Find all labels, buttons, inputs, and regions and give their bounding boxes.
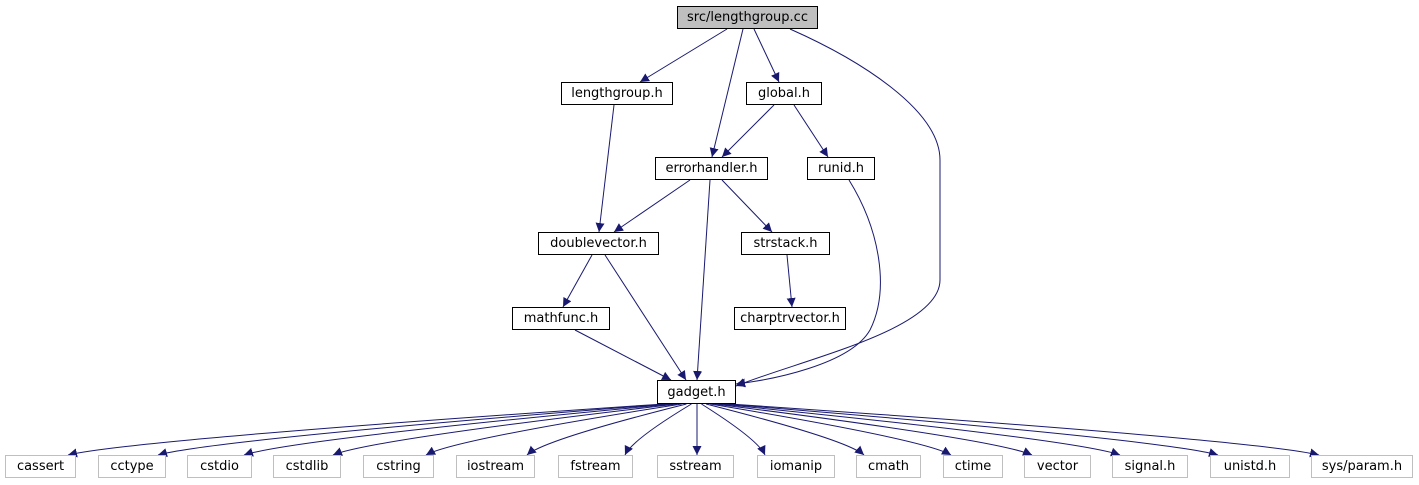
node-doublevector-h[interactable]: doublevector.h [538, 232, 659, 255]
node-ctime: ctime [943, 455, 1003, 478]
edge-errorhandler-h-to-gadget-h [693, 179, 711, 381]
edge-gadget-h-to-cctype [157, 403, 669, 457]
edge-gadget-h-to-sys-param-h [729, 403, 1320, 458]
node-cassert: cassert [5, 455, 76, 478]
edge-errorhandler-h-to-doublevector-h [613, 179, 691, 233]
node-sstream: sstream [657, 455, 734, 478]
node-cmath: cmath [856, 455, 921, 478]
node-global-h[interactable]: global.h [746, 82, 822, 105]
edge-gadget-h-to-fstream [624, 403, 692, 456]
node-mathfunc-h[interactable]: mathfunc.h [512, 307, 610, 330]
node-root: src/lengthgroup.cc [677, 6, 818, 29]
edge-gadget-h-to-unistd-h [724, 403, 1219, 457]
edge-gadget-h-to-ctime [710, 403, 952, 456]
edge-gadget-h-to-cassert [67, 403, 664, 458]
node-signal-h: signal.h [1112, 455, 1188, 478]
edge-gadget-h-to-signal-h [719, 403, 1121, 457]
node-cstdlib: cstdlib [273, 455, 341, 478]
node-errorhandler-h[interactable]: errorhandler.h [655, 157, 768, 180]
node-iomanip: iomanip [757, 455, 835, 478]
edge-gadget-h-to-cstring [425, 403, 682, 456]
edge-doublevector-h-to-gadget-h [604, 254, 687, 381]
edge-lengthgroup-h-to-doublevector-h [595, 104, 615, 233]
node-vector: vector [1024, 455, 1091, 478]
node-lengthgroup-h[interactable]: lengthgroup.h [561, 82, 673, 105]
node-cctype: cctype [98, 455, 166, 478]
edge-strstack-h-to-charptrvector-h [786, 254, 796, 308]
node-unistd-h: unistd.h [1210, 455, 1290, 478]
edge-doublevector-h-to-mathfunc-h [562, 254, 593, 308]
edge-global-h-to-errorhandler-h [721, 104, 775, 158]
node-cstdio: cstdio [187, 455, 252, 478]
node-sys-param-h: sys/param.h [1311, 455, 1413, 478]
edge-root-to-errorhandler-h [709, 28, 744, 158]
edge-gadget-h-to-iomanip [701, 403, 766, 456]
edge-root-to-lengthgroup-h [639, 28, 728, 83]
node-cstring: cstring [363, 455, 434, 478]
node-strstack-h[interactable]: strstack.h [741, 232, 830, 255]
edge-gadget-h-to-cstdlib [332, 403, 678, 456]
edge-mathfunc-h-to-gadget-h [574, 329, 672, 381]
edge-root-to-gadget-h [735, 28, 941, 387]
node-gadget-h[interactable]: gadget.h [657, 380, 736, 404]
edge-global-h-to-runid-h [793, 104, 829, 158]
node-iostream: iostream [456, 455, 535, 478]
node-runid-h[interactable]: runid.h [807, 157, 875, 180]
node-fstream: fstream [558, 455, 633, 478]
edge-gadget-h-to-cstdio [243, 403, 673, 457]
edge-runid-h-to-gadget-h [735, 179, 881, 388]
edge-errorhandler-h-to-strstack-h [721, 179, 773, 233]
edge-gadget-h-to-vector [714, 403, 1033, 456]
edge-root-to-global-h [753, 28, 780, 83]
edge-gadget-h-to-iostream [526, 403, 687, 456]
node-charptrvector-h[interactable]: charptrvector.h [734, 307, 846, 330]
edge-gadget-h-to-cmath [705, 403, 865, 456]
